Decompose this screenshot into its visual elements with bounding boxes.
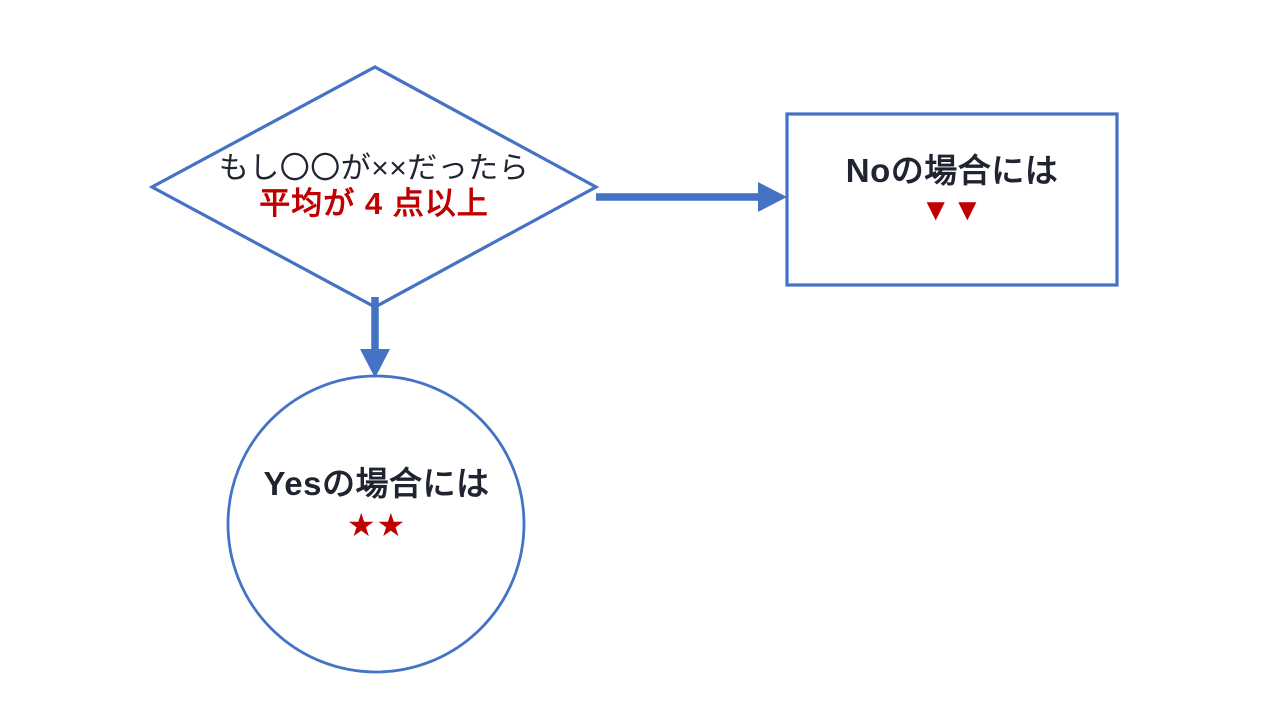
arrowhead-down-icon — [360, 349, 390, 378]
decision-diamond-shape[interactable] — [148, 65, 600, 309]
connector-decision-to-yes[interactable] — [360, 297, 390, 378]
yes-branch-circle-shape[interactable] — [226, 374, 526, 674]
connector-decision-to-no[interactable] — [596, 182, 787, 212]
arrowhead-right-icon — [758, 182, 787, 212]
no-branch-box-shape[interactable] — [785, 112, 1119, 287]
